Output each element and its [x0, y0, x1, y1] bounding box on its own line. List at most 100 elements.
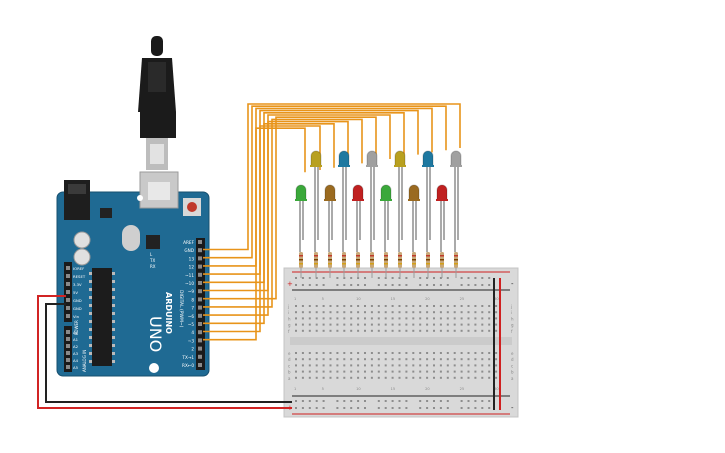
- digital-pin-label: 13: [189, 256, 195, 261]
- row-letter: f: [288, 329, 290, 334]
- digital-pin[interactable]: [198, 305, 202, 310]
- digital-pin[interactable]: [198, 346, 202, 351]
- power-pin-label: GND: [73, 306, 82, 311]
- column-number: 10: [356, 387, 361, 391]
- led-legs: [299, 166, 459, 252]
- signal-wire[interactable]: [203, 109, 419, 275]
- digital-pin[interactable]: [198, 313, 202, 318]
- digital-pin[interactable]: [198, 338, 202, 343]
- power-pin-label: Vin: [73, 314, 80, 319]
- column-number: 5: [322, 387, 324, 391]
- rail-plus-top: +: [287, 280, 293, 288]
- analog-pin-label: A4: [73, 358, 79, 363]
- digital-pin[interactable]: [198, 272, 202, 277]
- digital-header: [196, 238, 205, 370]
- digital-pin[interactable]: [198, 281, 202, 285]
- digital-pin-label: RX←0: [182, 363, 194, 368]
- row-letter: h: [511, 316, 514, 321]
- rx-label: RX: [150, 264, 156, 269]
- digital-pin-label: TX→1: [181, 355, 194, 360]
- rail-minus-bottom: -: [511, 404, 514, 412]
- digital-pin[interactable]: [198, 248, 202, 253]
- signal-wire[interactable]: [203, 125, 321, 333]
- column-number: 30: [494, 297, 499, 301]
- row-letter: d: [511, 357, 514, 362]
- analog-header: [64, 326, 72, 372]
- led-top-row[interactable]: [310, 150, 322, 167]
- digital-pin-label: ~11: [185, 273, 194, 278]
- row-letter: b: [511, 370, 514, 375]
- digital-pin-label: AREF: [183, 240, 194, 245]
- signal-wires[interactable]: [203, 103, 461, 341]
- analog-pin-label: A5: [73, 365, 79, 370]
- column-number: 1: [294, 387, 296, 391]
- digital-label: DIGITAL (PWM~): [178, 290, 184, 328]
- digital-pin[interactable]: [198, 363, 202, 367]
- leds[interactable]: [295, 150, 462, 201]
- led-top-row[interactable]: [366, 150, 378, 167]
- power-pin-label: RESET: [73, 274, 86, 279]
- led-bottom-row[interactable]: [408, 184, 420, 201]
- microcontroller-chip: [92, 268, 112, 366]
- digital-pin-label: ~3: [188, 338, 195, 343]
- row-letter: g: [288, 323, 291, 328]
- signal-wire[interactable]: [203, 120, 349, 316]
- signal-wire[interactable]: [203, 127, 306, 341]
- digital-pin[interactable]: [198, 289, 202, 294]
- signal-wire[interactable]: [203, 107, 433, 267]
- row-letter: c: [511, 363, 513, 368]
- led-bottom-row[interactable]: [295, 184, 307, 201]
- led-bottom-row[interactable]: [436, 184, 448, 201]
- column-number: 20: [425, 297, 430, 301]
- digital-pin[interactable]: [198, 297, 202, 302]
- column-number: 20: [425, 387, 430, 391]
- row-letter: f: [511, 329, 513, 334]
- digital-pin[interactable]: [198, 240, 202, 244]
- signal-wire[interactable]: [203, 114, 391, 292]
- column-number: 15: [391, 387, 396, 391]
- led-bottom-row[interactable]: [324, 184, 336, 201]
- led-top-row[interactable]: [422, 150, 434, 167]
- digital-pin[interactable]: [198, 256, 202, 261]
- signal-wire[interactable]: [203, 105, 447, 259]
- analog-label: ANALOG IN: [82, 350, 87, 372]
- analog-pin-label: A0: [73, 330, 79, 335]
- signal-wire[interactable]: [203, 112, 405, 284]
- digital-pin[interactable]: [198, 322, 202, 326]
- breadboard-holes: [295, 277, 498, 409]
- digital-pin[interactable]: [198, 264, 202, 269]
- column-number: 15: [391, 297, 396, 301]
- wire-5v-red[interactable]: [37, 295, 292, 409]
- led-bottom-row[interactable]: [352, 184, 364, 201]
- signal-wire[interactable]: [203, 116, 377, 300]
- row-letter: j: [510, 304, 512, 309]
- digital-pin-label: ~9: [188, 289, 195, 294]
- power-pin-label: IOREF: [73, 266, 84, 271]
- row-letter: e: [288, 351, 291, 356]
- signal-wire[interactable]: [203, 103, 461, 251]
- power-pin-label: 3.3V: [73, 282, 82, 287]
- signal-wire[interactable]: [203, 118, 363, 308]
- column-number: 10: [356, 297, 361, 301]
- power-pin-label: 5V: [73, 290, 78, 295]
- rail-minus-top: -: [511, 280, 514, 288]
- digital-pin[interactable]: [198, 330, 202, 335]
- row-letter: a: [288, 376, 291, 381]
- led-top-row[interactable]: [338, 150, 350, 167]
- arduino-uno-board[interactable]: ARDUINO UNO DIGITAL (PWM~) POWER ANALOG …: [56, 171, 210, 377]
- led-top-row[interactable]: [394, 150, 406, 167]
- wire-gnd-black[interactable]: [45, 303, 292, 403]
- row-letter: c: [288, 363, 290, 368]
- usb-cable: [138, 36, 176, 170]
- digital-pin[interactable]: [198, 354, 202, 359]
- led-top-row[interactable]: [450, 150, 462, 167]
- row-letter: h: [288, 316, 291, 321]
- signal-wire[interactable]: [203, 123, 335, 325]
- power-label: POWER: [74, 320, 79, 335]
- row-letter: i: [288, 310, 289, 315]
- led-bottom-row[interactable]: [380, 184, 392, 201]
